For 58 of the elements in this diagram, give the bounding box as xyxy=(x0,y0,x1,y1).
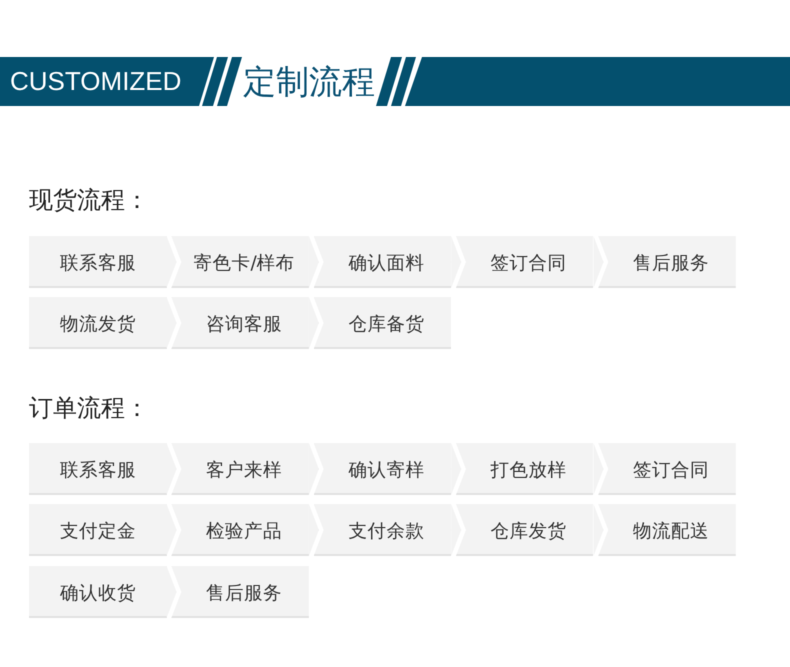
chevron-arrow xyxy=(166,297,177,349)
chevron-arrow xyxy=(166,443,177,495)
step-label: 物流配送 xyxy=(632,520,709,542)
chevron-arrow xyxy=(308,297,319,349)
step-label: 确认面料 xyxy=(348,252,424,274)
step-label: 确认收货 xyxy=(60,582,136,604)
page-title: 定制流程 xyxy=(243,61,375,103)
process-step xyxy=(598,236,736,288)
step-label: 客户来样 xyxy=(206,458,282,482)
process-step xyxy=(456,443,594,495)
step-label: 售后服务 xyxy=(632,252,709,274)
process-step xyxy=(29,566,167,618)
process-step xyxy=(29,443,167,495)
chevron-arrow xyxy=(451,443,462,495)
step-label: 仓库发货 xyxy=(490,520,567,542)
process-step xyxy=(29,236,167,288)
chevron-arrow xyxy=(308,443,319,495)
process-step xyxy=(171,297,309,349)
process-step xyxy=(171,443,309,495)
chevron-arrow xyxy=(594,443,604,495)
step-label: 支付定金 xyxy=(60,520,136,542)
step-label: 联系客服 xyxy=(60,252,136,274)
chevron-arrow xyxy=(308,236,319,288)
process-step xyxy=(171,236,309,288)
process-step xyxy=(314,236,452,288)
step-label: 仓库备货 xyxy=(348,312,424,336)
process-step xyxy=(29,297,167,349)
process-step xyxy=(171,504,309,556)
process-step xyxy=(171,566,309,618)
process-step xyxy=(29,504,167,556)
chevron-arrow xyxy=(166,504,177,556)
step-label: 签订合同 xyxy=(490,252,567,274)
step-label: 支付余款 xyxy=(348,520,424,542)
process-step xyxy=(598,504,736,556)
step-label: 检验产品 xyxy=(206,520,282,542)
process-step xyxy=(314,443,452,495)
chevron-arrow xyxy=(166,566,177,618)
header-label: CUSTOMIZED xyxy=(10,65,182,98)
section-heading: 订单流程： xyxy=(29,393,149,424)
process-step xyxy=(314,504,452,556)
step-label: 打色放样 xyxy=(490,458,567,482)
process-step xyxy=(456,236,594,288)
section-heading: 现货流程： xyxy=(29,185,149,216)
chevron-arrow xyxy=(594,504,604,556)
chevron-arrow xyxy=(451,236,462,288)
step-label: 物流发货 xyxy=(60,312,136,336)
chevron-arrow xyxy=(308,504,319,556)
chevron-arrow xyxy=(451,504,462,556)
process-step xyxy=(456,504,594,556)
step-label: 确认寄样 xyxy=(348,458,424,482)
step-label: 售后服务 xyxy=(206,582,282,604)
step-label: 签订合同 xyxy=(632,458,709,482)
step-label: 咨询客服 xyxy=(206,312,282,336)
chevron-arrow xyxy=(594,236,604,288)
process-step xyxy=(314,297,452,349)
step-label: 寄色卡/样布 xyxy=(193,252,295,274)
process-step xyxy=(598,443,736,495)
step-label: 联系客服 xyxy=(60,458,136,482)
